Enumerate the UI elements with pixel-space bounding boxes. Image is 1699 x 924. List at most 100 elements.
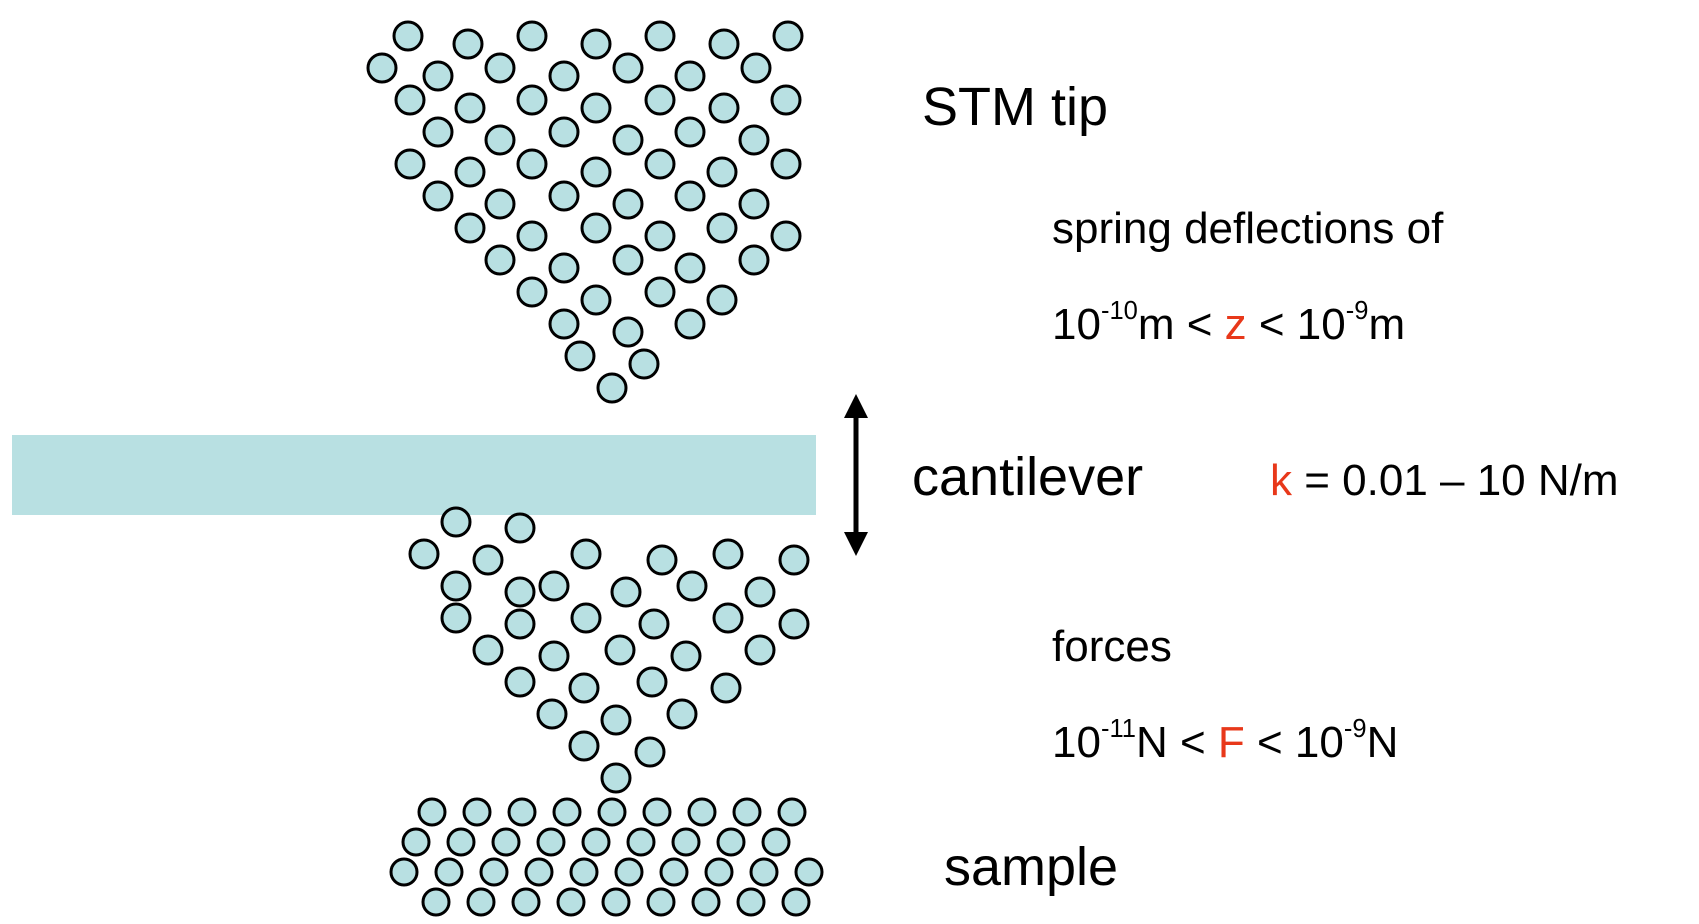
atom <box>548 252 580 284</box>
atom <box>446 827 476 857</box>
stiffness-text: = 0.01 – 10 N/m <box>1304 456 1619 505</box>
atom <box>706 284 738 316</box>
atom <box>581 827 611 857</box>
atom <box>778 544 810 576</box>
forces-lower-exp: -11 <box>1100 714 1136 743</box>
atom <box>612 124 644 156</box>
atom <box>516 276 548 308</box>
atom <box>736 887 766 917</box>
atom <box>479 857 509 887</box>
atom <box>434 857 464 887</box>
atom <box>568 730 600 762</box>
atom <box>687 797 717 827</box>
atom <box>646 887 676 917</box>
atom <box>710 672 742 704</box>
atom <box>671 827 701 857</box>
atom <box>604 634 636 666</box>
atom <box>422 60 454 92</box>
cantilever-probe-atoms <box>408 506 810 794</box>
atom <box>738 188 770 220</box>
sample-label: sample <box>944 837 1119 897</box>
atom <box>772 20 804 52</box>
stiffness-label: k = 0.01 – 10 N/m <box>1270 456 1619 506</box>
atom <box>536 827 566 857</box>
atom <box>392 20 424 52</box>
deflection-heading: spring deflections of <box>1052 204 1444 253</box>
atom <box>670 640 702 672</box>
stm-tip-label: STM tip <box>922 77 1109 137</box>
atom <box>401 827 431 857</box>
atom <box>612 316 644 348</box>
atom <box>580 156 612 188</box>
deflection-upper-exp: -9 <box>1345 296 1369 325</box>
deflection-lower-unit: m < <box>1137 300 1213 349</box>
atom <box>491 827 521 857</box>
deflection-lower-base: 10 <box>1052 300 1101 349</box>
atom <box>452 28 484 60</box>
atom <box>761 827 791 857</box>
deflection-arrow <box>844 394 868 556</box>
atom <box>674 116 706 148</box>
forces-heading: forces <box>1052 622 1172 671</box>
atom <box>770 84 802 116</box>
atom <box>422 116 454 148</box>
atom <box>580 284 612 316</box>
atom <box>614 857 644 887</box>
atom <box>570 538 602 570</box>
stiffness-variable: k <box>1270 456 1292 505</box>
atom <box>511 887 541 917</box>
atom <box>708 92 740 124</box>
forces-upper-exp: -9 <box>1343 714 1367 743</box>
atom <box>600 762 632 794</box>
forces-lower-base: 10 <box>1052 718 1101 767</box>
atom <box>504 608 536 640</box>
atom <box>744 576 776 608</box>
deflection-range: 10-10m < z < 10-9m <box>1052 296 1405 350</box>
atom <box>674 252 706 284</box>
atom <box>749 857 779 887</box>
atom <box>781 887 811 917</box>
forces-range: 10-11N < F < 10-9N <box>1052 714 1398 768</box>
atom <box>417 797 447 827</box>
atom <box>634 736 666 768</box>
atom <box>708 28 740 60</box>
atom <box>484 124 516 156</box>
deflection-lower-exp: -10 <box>1100 296 1138 325</box>
atom <box>580 212 612 244</box>
atom <box>704 857 734 887</box>
atom <box>628 348 660 380</box>
atom <box>674 180 706 212</box>
atom <box>504 512 536 544</box>
atom <box>408 538 440 570</box>
atom <box>738 124 770 156</box>
atom <box>504 666 536 698</box>
atom <box>440 602 472 634</box>
atom <box>777 797 807 827</box>
atom <box>712 538 744 570</box>
atom <box>674 308 706 340</box>
atom <box>462 797 492 827</box>
atom <box>712 602 744 634</box>
atom <box>516 220 548 252</box>
atom <box>659 857 689 887</box>
atom <box>394 84 426 116</box>
atom <box>421 887 451 917</box>
atom <box>674 60 706 92</box>
deflection-middle: < 10 <box>1258 300 1346 349</box>
atom <box>600 704 632 736</box>
atom <box>454 92 486 124</box>
forces-lower-unit: N < <box>1135 718 1206 767</box>
atom <box>454 212 486 244</box>
atom <box>676 570 708 602</box>
atom <box>612 188 644 220</box>
deflection-variable: z <box>1224 300 1247 349</box>
atom <box>597 797 627 827</box>
atom <box>770 220 802 252</box>
atom <box>716 827 746 857</box>
atom <box>610 576 642 608</box>
atom <box>552 797 582 827</box>
atom <box>548 180 580 212</box>
atom <box>548 60 580 92</box>
atom <box>794 857 824 887</box>
